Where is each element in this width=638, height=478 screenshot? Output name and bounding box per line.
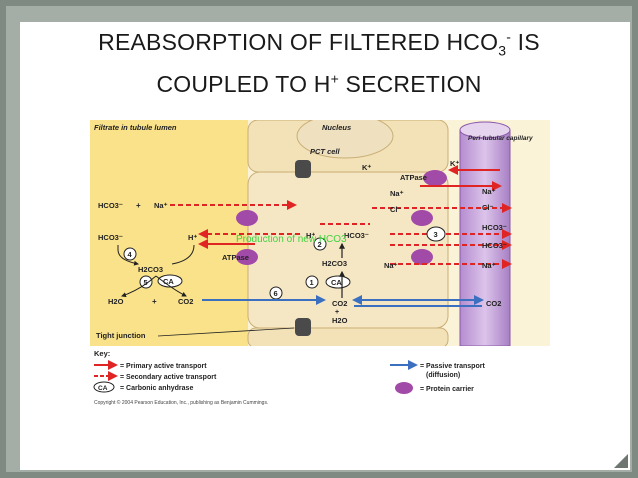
- key-passive: = Passive transport: [420, 363, 485, 370]
- cell-plus: +: [335, 309, 339, 316]
- nucleus: [296, 120, 394, 159]
- cap-na: Na⁺: [482, 187, 496, 196]
- title-text-b: IS: [511, 28, 540, 55]
- key-heading: Key:: [94, 349, 110, 358]
- carrier-na-hco3: [411, 249, 433, 265]
- title-line-2: COUPLED TO H+ SECRETION: [156, 70, 482, 97]
- title-superscript: -: [506, 28, 512, 44]
- carrier-na-h: [236, 210, 258, 226]
- overlay-annotation: Production of new HCO3: [236, 234, 347, 245]
- lumen-combine-arrow: [117, 245, 139, 266]
- cap-co2: CO2: [486, 299, 501, 308]
- slide-title: REABSORPTION OF FILTERED HCO3- IS COUPLE…: [0, 22, 638, 98]
- step-4-badge: [123, 247, 137, 261]
- capillary-label: Peri-tubular capillary: [468, 135, 533, 142]
- copyright: Copyright © 2004 Pearson Education, Inc.…: [94, 399, 268, 406]
- carrier-atpase: [236, 249, 258, 265]
- step-1-badge: [305, 275, 319, 289]
- lumen-plus: +: [152, 297, 157, 306]
- key-ca-text: = Carbonic anhydrase: [120, 385, 193, 392]
- step-1: 1: [310, 278, 314, 287]
- tight-junction-leader: [157, 327, 295, 337]
- lumen-ca: CA: [163, 277, 174, 286]
- cap-hco3-a: HCO3⁻: [482, 223, 507, 232]
- step-6: 6: [274, 289, 278, 298]
- cap-cl: Cl⁻: [482, 203, 494, 212]
- bicarbonate-reabsorption-diagram: Filtrate in tubule lumen Nucleus PCT cel…: [90, 120, 550, 412]
- key-carrier-swatch: [395, 382, 413, 394]
- cell-h2o: H2O: [332, 316, 348, 325]
- step-3: 3: [434, 230, 438, 239]
- pct-cell-label: PCT cell: [310, 147, 341, 156]
- lumen-atpase: ATPase: [222, 253, 249, 262]
- step-3-badge: [426, 226, 446, 242]
- lumen-h2o: H2O: [108, 297, 124, 306]
- junction-top: [295, 160, 311, 178]
- key-carrier: = Protein carrier: [420, 386, 474, 393]
- key-panel: [90, 346, 550, 412]
- title-line-1: REABSORPTION OF FILTERED HCO3- IS: [98, 28, 540, 59]
- cell-ca: CA: [331, 278, 342, 287]
- cap-hco3-b: HCO3⁻: [482, 241, 507, 250]
- tight-junction: [295, 318, 311, 336]
- cap-na-b: Na⁺: [482, 261, 496, 270]
- step-5-badge: [139, 275, 153, 289]
- lumen-h-mid: H⁺: [188, 233, 197, 242]
- lumen-plus-top: +: [136, 201, 141, 210]
- step-2-badge: [313, 237, 327, 251]
- lumen-split-arrow: [121, 275, 157, 298]
- title-text-c: COUPLED TO H: [156, 70, 331, 97]
- title-superscript-2: +: [330, 70, 339, 87]
- carrier-na-k-atpase: [423, 170, 447, 186]
- cell-cl-out: Cl⁻: [390, 205, 402, 214]
- lumen-combine-arrow-2: [171, 244, 195, 265]
- key-primary: = Primary active transport: [120, 363, 207, 370]
- key-ca: CA: [98, 385, 108, 392]
- lumen-h2co3: H2CO3: [138, 265, 163, 274]
- lumen-hco3-top: HCO3⁻: [98, 201, 123, 210]
- cell-na-in: Na⁺: [384, 261, 398, 270]
- key-passive-b: (diffusion): [426, 372, 460, 379]
- cell-k-in: K⁺: [362, 163, 371, 172]
- filtrate-label: Filtrate in tubule lumen: [94, 123, 177, 132]
- lumen-split-arrow-2: [155, 275, 187, 297]
- cell-k-out: K⁺: [450, 159, 459, 168]
- corner-fold-icon: [614, 454, 628, 468]
- cell-h: H⁺: [306, 231, 315, 240]
- tight-junction-label: Tight junction: [96, 331, 146, 340]
- nucleus-label: Nucleus: [322, 123, 351, 132]
- step-2: 2: [318, 240, 322, 249]
- capillary-opening: [459, 121, 511, 139]
- title-subscript: 3: [498, 42, 507, 59]
- cell-co2: CO2: [332, 299, 347, 308]
- lumen-co2: CO2: [178, 297, 193, 306]
- carrier-cl-hco3: [411, 210, 433, 226]
- title-text-a: REABSORPTION OF FILTERED HCO: [98, 28, 499, 55]
- cell-na-out: Na⁺: [390, 189, 404, 198]
- cell-ca-badge: [325, 275, 351, 289]
- title-text-d: SECRETION: [338, 70, 482, 97]
- lumen-na-top: Na⁺: [154, 201, 168, 210]
- lower-cell: [247, 327, 449, 349]
- step-5: 5: [144, 278, 148, 287]
- key-secondary: = Secondary active transport: [120, 374, 217, 381]
- cell-h2co3: H2CO3: [322, 259, 347, 268]
- cell-hco3: HCO3⁻: [344, 231, 369, 240]
- tubule-lumen: [90, 120, 248, 346]
- key-ca-swatch: [93, 381, 115, 393]
- lumen-ca-badge: [157, 274, 183, 288]
- step-4: 4: [128, 250, 133, 259]
- lumen-hco3-mid: HCO3⁻: [98, 233, 123, 242]
- cell-atpase: ATPase: [400, 173, 427, 182]
